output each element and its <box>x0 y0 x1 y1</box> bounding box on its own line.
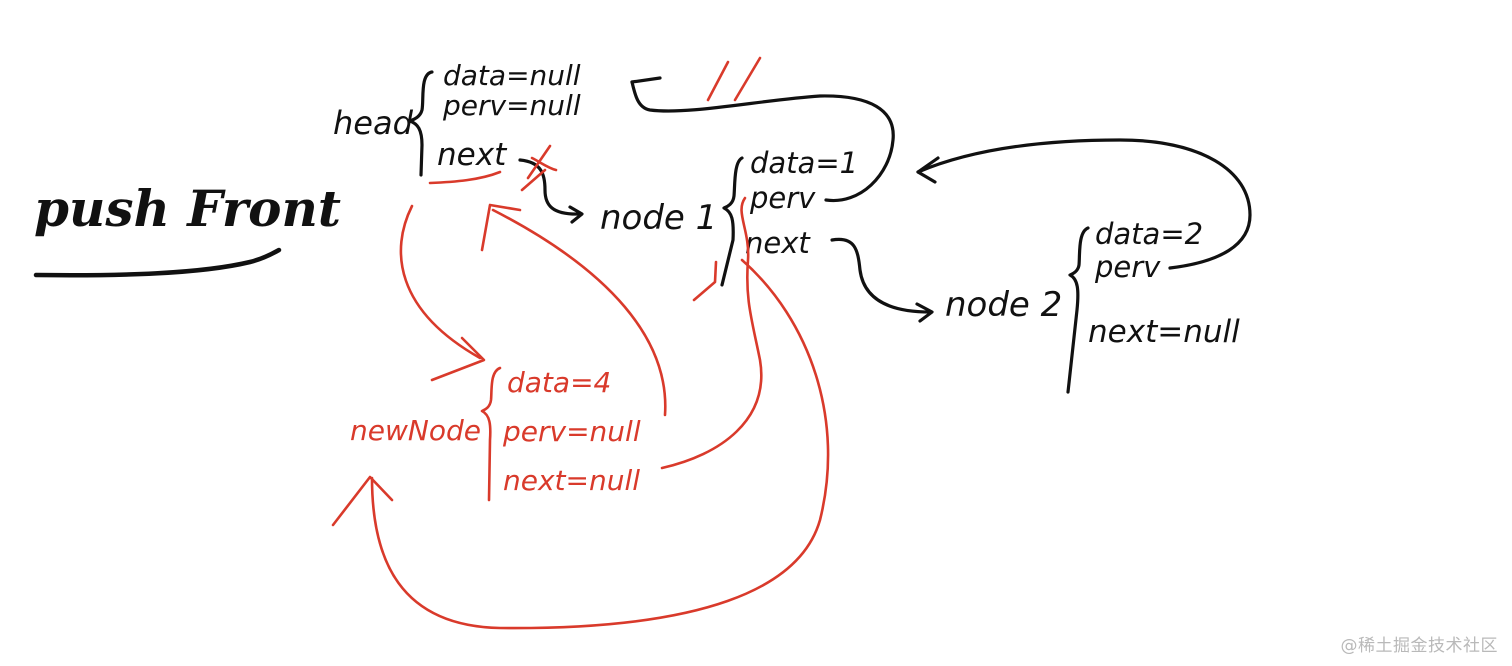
node2-perv-to-node1-arrowhead <box>916 156 940 184</box>
node2-perv-to-node1-arrow <box>916 138 1252 270</box>
newnode-perv-to-head-arrow <box>491 208 667 417</box>
node2-perv-field: perv <box>1094 250 1161 284</box>
head-label: head <box>333 104 414 142</box>
cut-mark-node1-perv-link <box>706 56 762 102</box>
node2-next-field: next=null <box>1088 314 1240 350</box>
node1-perv-to-head-arrow <box>630 80 895 203</box>
head-next-red-underline <box>428 170 502 185</box>
head-perv-field: perv=null <box>442 89 581 122</box>
node1-perv-to-newnode-arrow <box>370 258 830 630</box>
newnode-data-field: data=4 <box>507 366 611 399</box>
node1-brace <box>720 156 744 287</box>
newnode-perv-to-head-arrowhead <box>480 203 522 252</box>
title-underline <box>33 247 282 278</box>
newnode-next-to-node1-arrowhead <box>692 260 718 302</box>
watermark-text: @稀土掘金技术社区 <box>1340 636 1498 656</box>
head-next-field: next <box>437 137 508 173</box>
head-next-to-node1-arrow <box>518 158 582 216</box>
head-next-to-newnode-arrowhead <box>430 336 486 382</box>
node1-next-to-node2-arrowhead <box>915 302 934 323</box>
node1-perv-to-newnode-arrowhead <box>331 475 394 527</box>
head-next-to-newnode-arrow <box>399 204 482 360</box>
newnode-perv-field: perv=null <box>502 415 641 448</box>
node1-next-field: next <box>745 226 811 260</box>
node1-perv-field: perv <box>749 181 816 215</box>
node1-next-to-node2-arrow <box>830 237 932 314</box>
node1-data-field: data=1 <box>750 146 858 180</box>
node1-perv-to-head-arrowhead <box>630 76 662 84</box>
newnode-label: newNode <box>350 414 481 447</box>
head-data-field: data=null <box>443 59 581 92</box>
newnode-next-to-node1-arrow <box>660 196 763 470</box>
newnode-brace <box>480 366 502 502</box>
node2-data-field: data=2 <box>1095 217 1203 251</box>
head-brace <box>408 70 434 177</box>
cut-mark-head-next-link <box>520 144 558 192</box>
newnode-next-field: next=null <box>503 464 640 497</box>
node2-brace <box>1066 226 1090 394</box>
head-next-to-node1-arrowhead <box>568 205 584 224</box>
diagram-title: push Front <box>34 179 341 238</box>
node2-label: node 2 <box>945 285 1062 325</box>
node1-label: node 1 <box>600 198 717 238</box>
